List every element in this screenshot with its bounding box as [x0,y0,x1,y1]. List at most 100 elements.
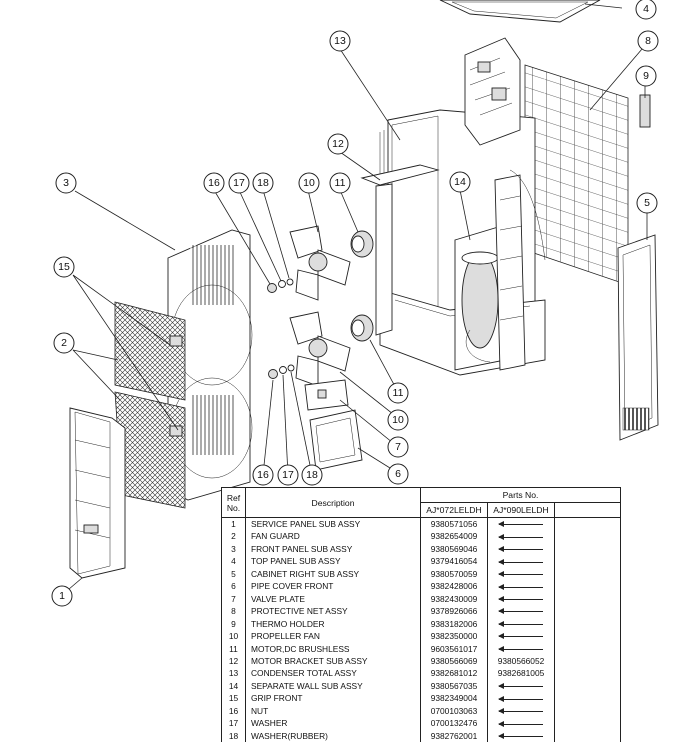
callout-16-lower: 16 [252,464,274,486]
ref-cell: 11 [221,642,246,655]
description-cell: MOTOR,DC BRUSHLESS [245,642,421,655]
description-cell: WASHER(RUBBER) [245,729,421,743]
thermo-holder [639,94,651,128]
part-number-cell: 9380569046 [420,542,488,556]
description-cell: VALVE PLATE [245,592,421,606]
callout-15: 15 [53,256,75,278]
protective-net [524,64,629,286]
compressor-assembly [454,169,546,371]
ref-cell: 16 [221,704,246,718]
part-number-cell: 9383182006 [420,617,488,631]
part-number-cell-2 [487,642,555,655]
part-number-cell: 0700103063 [420,704,488,718]
part-number-cell-3 [554,642,621,655]
callout-16-upper: 16 [203,172,225,194]
ref-cell: 13 [221,667,246,680]
arrow-left-icon [498,720,543,727]
motor-upper [350,230,374,258]
arrow-left-icon [498,546,543,553]
part-number-cell: 9382428006 [420,580,488,593]
part-number-cell: 9379416054 [420,555,488,568]
svg-text:17: 17 [233,177,245,189]
part-number-cell-3 [554,729,621,743]
ref-cell: 18 [221,729,246,743]
ref-cell: 3 [221,542,246,556]
description-cell: THERMO HOLDER [245,617,421,631]
ref-cell: 17 [221,717,246,730]
part-number-cell: 9380567035 [420,679,488,693]
callout-10-upper: 10 [298,172,320,194]
callout-13: 13 [329,30,351,52]
description-cell: PIPE COVER FRONT [245,580,421,593]
description-cell: MOTOR BRACKET SUB ASSY [245,654,421,668]
description-cell: TOP PANEL SUB ASSY [245,555,421,568]
svg-text:18: 18 [306,469,318,481]
leader-lines [61,3,648,596]
header-parts-no: Parts No. [420,487,621,503]
svg-text:10: 10 [303,177,315,189]
callout-7: 7 [387,436,409,458]
part-number-cell-3 [554,692,621,705]
callout-17-upper: 17 [228,172,250,194]
control-box [464,37,521,146]
nut-washer-lower [268,364,295,379]
nut-washer-upper [267,278,294,293]
part-number-cell-2 [487,530,555,543]
part-number-cell-3 [554,542,621,556]
svg-text:14: 14 [454,176,466,188]
arrow-left-icon [498,571,543,578]
motor-bracket [360,164,440,336]
part-number-cell-3 [554,530,621,543]
svg-text:13: 13 [334,35,346,47]
part-number-cell-2 [487,605,555,618]
description-cell: SEPARATE WALL SUB ASSY [245,679,421,693]
svg-text:10: 10 [392,414,404,426]
header-description: Description [245,487,421,518]
ref-cell: 5 [221,567,246,581]
callout-17-lower: 17 [277,464,299,486]
part-number-cell-3 [554,555,621,568]
part-number-cell-2 [487,580,555,593]
part-number-cell-3 [554,580,621,593]
svg-text:9: 9 [643,70,649,82]
callout-6: 6 [387,463,409,485]
part-number-cell-3 [554,654,621,668]
description-cell: CABINET RIGHT SUB ASSY [245,567,421,581]
arrow-left-icon [498,645,543,652]
part-number-cell: 9380566069 [420,654,488,668]
svg-text:8: 8 [645,35,651,47]
arrow-left-icon [498,708,543,715]
svg-text:11: 11 [335,177,346,189]
description-cell: FAN GUARD [245,530,421,543]
header-ref: Ref [226,492,241,503]
callout-5: 5 [636,192,658,214]
part-number-cell: 9382762001 [420,729,488,743]
description-cell: CONDENSER TOTAL ASSY [245,667,421,680]
part-number-cell-3 [554,630,621,643]
ref-cell: 4 [221,555,246,568]
ref-cell: 15 [221,692,246,705]
part-number-cell-2 [487,592,555,606]
callout-1: 1 [51,585,73,607]
arrow-left-icon [498,608,543,615]
callout-4: 4 [635,0,657,20]
ref-cell: 2 [221,530,246,543]
header-model-1: AJ*072LELDH [420,502,488,518]
ref-cell: 10 [221,630,246,643]
